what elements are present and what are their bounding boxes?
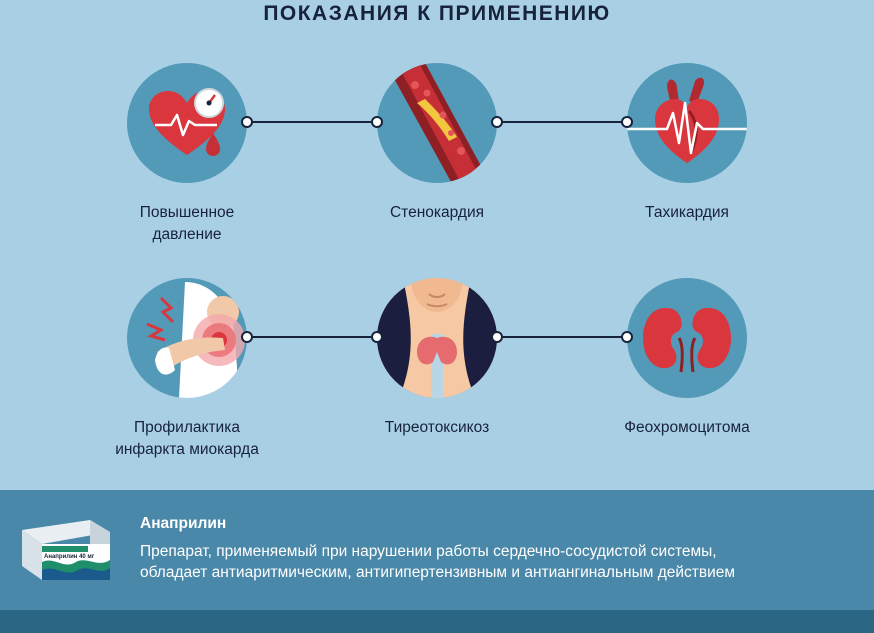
drug-info-band: Анаприлин 40 мг Анаприлин Препарат, прим… xyxy=(0,490,874,610)
chest-pain-icon xyxy=(127,278,247,398)
indication-label: Тахикардия xyxy=(645,204,729,221)
connector-dot xyxy=(371,331,383,343)
connector-dot xyxy=(621,331,633,343)
page-title: ПОКАЗАНИЯ К ПРИМЕНЕНИЮ xyxy=(263,2,611,25)
package-label: Анаприлин 40 мг xyxy=(44,554,95,560)
heart-pulse-icon xyxy=(627,63,747,183)
indication-label: Феохромоцитома xyxy=(624,419,750,436)
drug-description: Препарат, применяемый при нарушении рабо… xyxy=(140,543,736,581)
thyroid-icon xyxy=(377,278,497,398)
drug-package-image: Анаприлин 40 мг xyxy=(20,518,112,587)
indication-label: Стенокардия xyxy=(389,204,485,221)
connector-dot xyxy=(241,116,253,128)
connector-dot xyxy=(491,116,503,128)
connector-dot xyxy=(371,116,383,128)
indication-label: Тиреотоксикоз xyxy=(384,419,490,436)
artery-icon xyxy=(377,63,497,183)
indication-label: Повышенное давление xyxy=(139,204,235,243)
blood-pressure-icon xyxy=(127,63,247,183)
kidneys-icon xyxy=(627,278,747,398)
drug-name: Анаприлин xyxy=(140,515,227,532)
connector-dot xyxy=(241,331,253,343)
footer-bar xyxy=(0,610,874,633)
indication-label: Профилактика инфаркта миокарда xyxy=(115,419,259,458)
connector-dot xyxy=(491,331,503,343)
connector-dot xyxy=(621,116,633,128)
